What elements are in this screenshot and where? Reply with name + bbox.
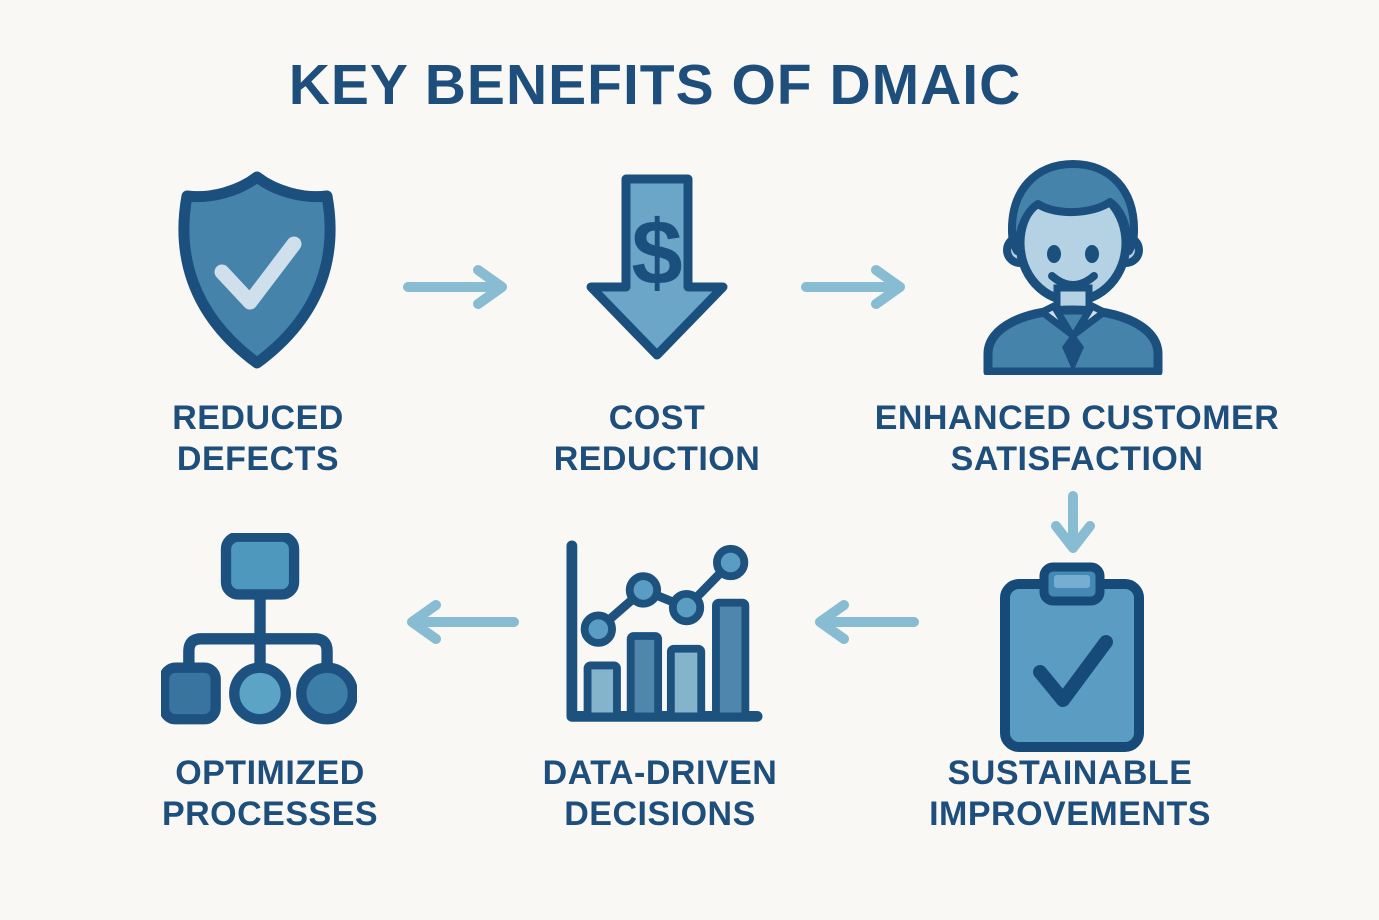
right-arrow-icon (403, 265, 507, 309)
benefit-label-reduced-defects: REDUCED DEFECTS (48, 398, 468, 481)
flow-arrow-left-1 (804, 598, 922, 646)
benefit-label-sustainable-improvements: SUSTAINABLE IMPROVEMENTS (860, 753, 1280, 836)
benefit-label-line: SUSTAINABLE (947, 754, 1193, 792)
benefit-label-line: SATISFACTION (950, 440, 1204, 479)
benefit-label-line: DEFECTS (176, 440, 340, 479)
benefit-label-cost-reduction: COST REDUCTION (447, 398, 867, 481)
flow-arrow-right-1 (400, 263, 516, 311)
flow-arrow-right-2 (798, 263, 914, 311)
dollar-down-arrow-icon: $ (582, 172, 732, 362)
benefit-label-line: DATA-DRIVEN (542, 754, 778, 792)
benefit-label-line: IMPROVEMENTS (929, 795, 1211, 834)
left-arrow-icon (815, 600, 919, 644)
shield-check-icon (167, 167, 347, 372)
smiling-person-icon-svg (983, 160, 1163, 375)
benefit-label-line: REDUCTION (553, 440, 761, 479)
bar-chart-trend-icon-svg (566, 540, 763, 722)
benefit-label-line: ENHANCED CUSTOMER (874, 399, 1280, 437)
shield-check-icon-svg (178, 171, 336, 369)
bar-chart-trend-icon (556, 538, 772, 734)
clipboard-check-icon (997, 560, 1147, 755)
flow-arrow-left-2 (396, 598, 522, 646)
org-flowchart-icon (161, 533, 357, 725)
benefit-label-line: DECISIONS (564, 795, 756, 834)
down-arrow-icon (1051, 491, 1095, 553)
benefit-label-line: OPTIMIZED (175, 754, 365, 792)
left-arrow-icon (407, 600, 519, 644)
benefit-label-line: COST (608, 399, 706, 437)
smiling-person-icon (978, 158, 1168, 375)
benefit-label-optimized-processes: OPTIMIZED PROCESSES (60, 753, 480, 836)
page-title: KEY BENEFITS OF DMAIC (288, 53, 1022, 117)
flow-arrow-down (1049, 490, 1097, 556)
dollar-down-arrow-icon-svg: $ (586, 174, 728, 360)
right-arrow-icon (801, 265, 905, 309)
clipboard-check-icon-svg (1000, 562, 1144, 752)
dollar-symbol: $ (631, 202, 682, 304)
benefit-label-line: REDUCED (172, 399, 344, 437)
benefit-label-data-driven-decisions: DATA-DRIVEN DECISIONS (450, 753, 870, 836)
benefit-label-enhanced-customer-satisfaction: ENHANCED CUSTOMER SATISFACTION (847, 398, 1307, 481)
benefit-label-line: PROCESSES (161, 795, 379, 834)
org-flowchart-icon-svg (161, 533, 357, 725)
